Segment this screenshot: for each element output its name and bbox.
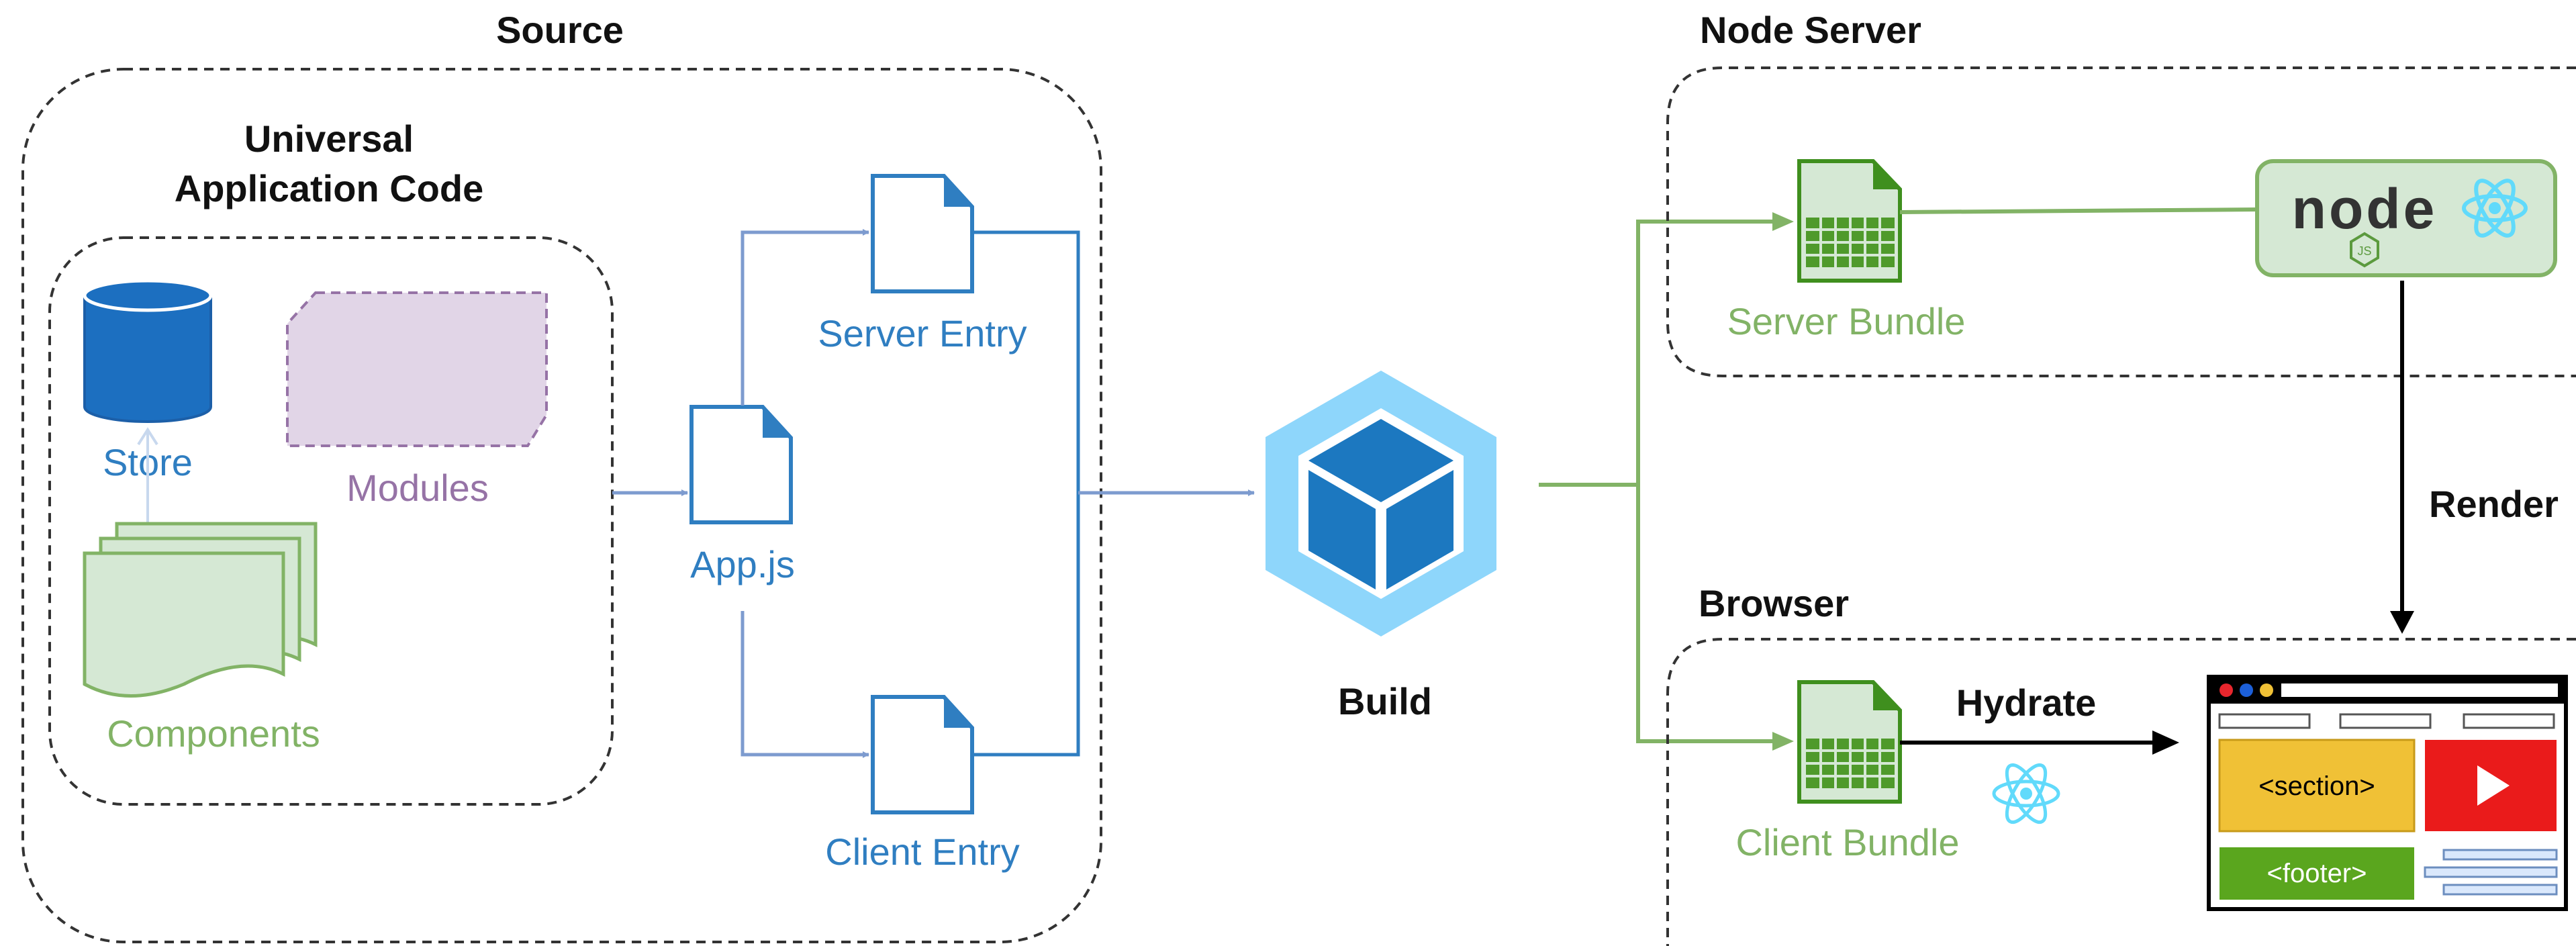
nodejs-logo-text: node	[2292, 177, 2438, 240]
section-block-label: <section>	[2258, 771, 2375, 801]
hydrate-arrowhead	[2152, 730, 2179, 755]
store-database-icon	[83, 279, 213, 423]
app-js-file-corner	[763, 407, 791, 438]
server-entry-file-corner	[944, 176, 972, 207]
react-logo-icon	[2462, 179, 2528, 238]
components-label: Components	[107, 712, 320, 755]
text-line-2	[2424, 866, 2558, 878]
build-label: Build	[1338, 680, 1432, 722]
browser-group-title: Browser	[1699, 582, 1849, 624]
node-server-group-title: Node Server	[1700, 9, 1921, 51]
universal-code-group-border	[48, 236, 614, 806]
build-to-server-bundle-arrowhead	[1772, 212, 1794, 231]
section-block	[2218, 739, 2416, 833]
source-group-title: Source	[496, 9, 624, 51]
client-entry-to-build-line	[972, 493, 1080, 757]
build-to-client-bundle-arrowhead	[1772, 732, 1794, 751]
server-entry-to-build-line	[972, 230, 1080, 493]
webpack-cube-icon	[1266, 371, 1496, 636]
app-to-client-entry-arrow	[741, 611, 869, 758]
window-close-dot	[2220, 683, 2233, 697]
server-bundle-file-icon	[1797, 159, 1902, 283]
nav-placeholder-1	[2218, 713, 2311, 729]
render-label: Render	[2429, 483, 2559, 525]
nodejs-logo-sub: JS	[2357, 244, 2371, 258]
universal-code-title-line1: Universal	[244, 117, 414, 160]
universal-code-title-line2: Application Code	[175, 167, 483, 209]
app-js-label: App.js	[690, 543, 795, 585]
components-to-store-arrowhead	[137, 427, 158, 446]
source-group-border	[21, 68, 1102, 943]
modules-shape	[286, 291, 548, 447]
nav-placeholder-3	[2463, 713, 2555, 729]
play-icon	[2477, 765, 2510, 806]
text-line-3	[2442, 884, 2558, 896]
node-server-group-border	[1666, 66, 2576, 377]
client-entry-label: Client Entry	[825, 831, 1019, 873]
client-entry-file-corner	[944, 697, 972, 728]
node-react-server-box	[2255, 159, 2557, 277]
components-stack-icon	[83, 522, 318, 698]
react-hydrate-icon	[1992, 763, 2060, 824]
modules-label: Modules	[346, 467, 489, 509]
client-bundle-file-icon	[1797, 680, 1902, 804]
nodejs-logo-hexagon	[2350, 232, 2379, 268]
build-to-client-bundle-arrow	[1636, 485, 1772, 743]
render-arrowhead	[2390, 611, 2414, 634]
browser-window-mockup: <section> <footer>	[2207, 675, 2568, 911]
window-maximize-dot	[2260, 683, 2273, 697]
window-minimize-dot	[2240, 683, 2253, 697]
app-to-server-entry-arrow	[741, 229, 869, 406]
server-bundle-label: Server Bundle	[1727, 300, 1966, 342]
footer-block	[2220, 847, 2414, 900]
build-to-server-bundle-arrow	[1636, 220, 1772, 485]
server-entry-label: Server Entry	[818, 312, 1027, 354]
footer-block-label: <footer>	[2267, 859, 2367, 888]
text-line-1	[2442, 849, 2558, 861]
nav-placeholder-2	[2339, 713, 2432, 729]
browser-group-border	[1666, 638, 2576, 946]
hydrate-label: Hydrate	[1956, 681, 2097, 724]
client-bundle-label: Client Bundle	[1735, 821, 1959, 863]
server-bundle-to-node-line	[1899, 207, 2258, 214]
